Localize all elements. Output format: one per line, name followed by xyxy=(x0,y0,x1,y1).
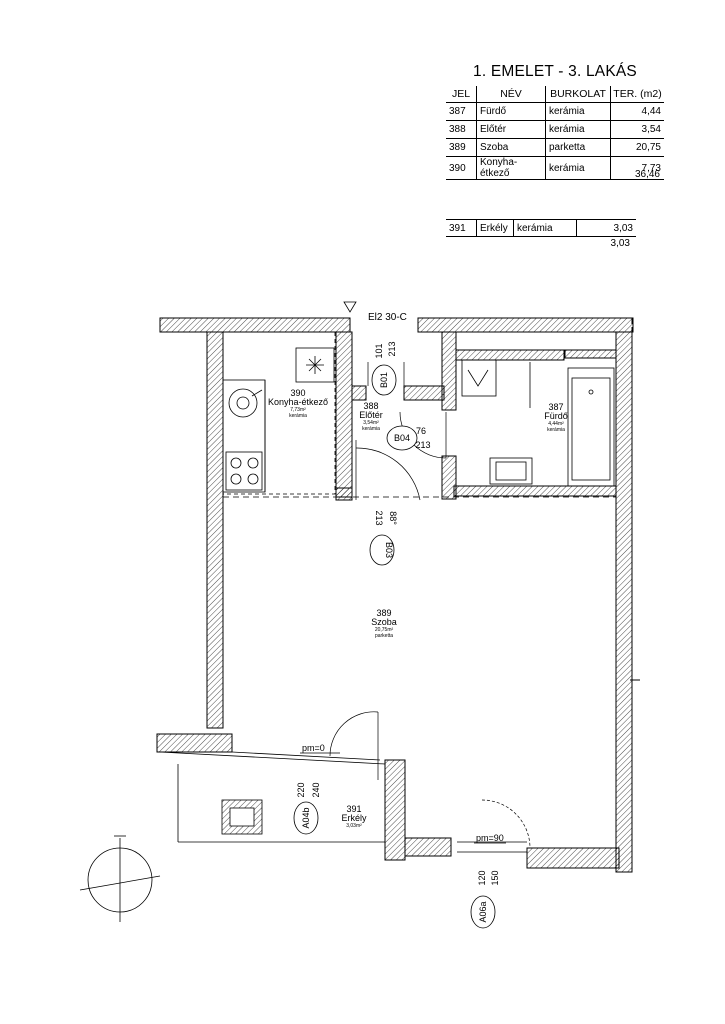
col-burkolat: BURKOLAT xyxy=(545,86,611,103)
cell-nev: Erkély xyxy=(476,219,514,237)
table-header-row: JEL NÉV BURKOLAT TER. (m2) xyxy=(446,86,664,103)
room-label-hall: 388 Előtér 3,54m² kerámia xyxy=(359,401,383,432)
col-ter: TER. (m2) xyxy=(610,86,664,103)
table-row: 388 Előtér kerámia 3,54 xyxy=(446,120,664,139)
cell-jel: 388 xyxy=(446,120,477,139)
svg-text:Fürdő: Fürdő xyxy=(544,411,568,421)
svg-text:A04b: A04b xyxy=(301,807,311,828)
cell-burkolat: kerámia xyxy=(513,219,577,237)
svg-text:A06a: A06a xyxy=(478,901,488,922)
svg-text:4,44m²: 4,44m² xyxy=(548,421,564,427)
svg-text:387: 387 xyxy=(548,402,563,412)
apartment-title: 1. EMELET - 3. LAKÁS xyxy=(473,63,637,80)
cell-ter: 20,75 xyxy=(610,138,664,157)
cell-ter: 3,03 xyxy=(576,219,636,237)
svg-text:3,03m²: 3,03m² xyxy=(346,823,362,829)
svg-text:390: 390 xyxy=(290,388,305,398)
exterior-walls xyxy=(156,317,640,873)
svg-text:213: 213 xyxy=(415,440,430,450)
table-row: 387 Fürdő kerámia 4,44 xyxy=(446,102,664,121)
door-tag-b03: B03 88° 213 xyxy=(369,510,398,566)
table-row: 390 Konyha-étkező kerámia 7,73 xyxy=(446,156,664,180)
cell-nev: Konyha-étkező xyxy=(476,156,546,180)
cell-burkolat: kerámia xyxy=(545,120,611,139)
room-label-bath: 387 Fürdő 4,44m² kerámia xyxy=(544,402,568,433)
balcony-schedule-table: 391 Erkély kerámia 3,03 xyxy=(446,219,636,237)
door-swings xyxy=(329,362,531,853)
door-tag-a06a: A06a 120 150 xyxy=(470,870,500,929)
cell-ter: 3,54 xyxy=(610,120,664,139)
cell-nev: Szoba xyxy=(476,138,546,157)
cell-nev: Előtér xyxy=(476,120,546,139)
section-marker-icon xyxy=(343,301,357,313)
col-nev: NÉV xyxy=(476,86,546,103)
door-tag-a04b: A04b 220 240 xyxy=(293,782,321,835)
svg-text:parketta: parketta xyxy=(375,633,393,639)
svg-text:388: 388 xyxy=(363,401,378,411)
svg-text:7,73m²: 7,73m² xyxy=(290,407,306,413)
cell-burkolat: kerámia xyxy=(545,156,611,180)
cell-jel: 390 xyxy=(446,156,477,180)
door-tag-b04: B04 76 213 xyxy=(386,425,431,451)
svg-text:B01: B01 xyxy=(379,372,389,388)
svg-text:20,75m²: 20,75m² xyxy=(375,627,394,633)
table-row: 391 Erkély kerámia 3,03 xyxy=(446,219,636,237)
svg-text:B04: B04 xyxy=(394,433,410,443)
svg-text:240: 240 xyxy=(311,782,321,797)
level-window: pm=90 xyxy=(476,833,504,843)
area-total: 36,46 xyxy=(634,169,660,180)
cell-nev: Fürdő xyxy=(476,102,546,121)
svg-text:101: 101 xyxy=(374,343,384,358)
kitchen-fixtures xyxy=(222,331,336,495)
svg-text:76: 76 xyxy=(416,426,426,436)
cell-jel: 391 xyxy=(446,219,477,237)
svg-text:3,54m²: 3,54m² xyxy=(363,420,379,426)
room-schedule-table: JEL NÉV BURKOLAT TER. (m2) 387 Fürdő ker… xyxy=(446,86,664,180)
svg-text:220: 220 xyxy=(296,782,306,797)
cell-jel: 389 xyxy=(446,138,477,157)
svg-text:B03: B03 xyxy=(384,542,394,558)
cell-burkolat: parketta xyxy=(545,138,611,157)
room-label-kitchen: 390 Konyha-étkező 7,73m² kerámia xyxy=(268,388,328,419)
svg-text:120: 120 xyxy=(477,870,487,885)
svg-text:kerámia: kerámia xyxy=(547,427,565,433)
room-label-room: 389 Szoba 20,75m² parketta xyxy=(371,608,397,639)
svg-text:Szoba: Szoba xyxy=(371,617,397,627)
cell-burkolat: kerámia xyxy=(545,102,611,121)
north-arrow-icon xyxy=(79,835,161,922)
door-tag-b01: B01 101 213 xyxy=(371,341,397,396)
cell-ter: 7,73 xyxy=(610,156,664,180)
svg-text:389: 389 xyxy=(376,608,391,618)
balcony-outline xyxy=(159,751,386,843)
svg-text:213: 213 xyxy=(374,510,384,525)
level-balcony-door: pm=0 xyxy=(302,743,325,753)
bathroom-fixtures xyxy=(461,359,615,487)
balcony-area-total: 3,03 xyxy=(610,238,630,249)
svg-text:213: 213 xyxy=(387,341,397,356)
stair-code-label: El2 30-C xyxy=(368,312,407,323)
room-label-balcony: 391 Erkély 3,03m² xyxy=(341,804,367,829)
col-jel: JEL xyxy=(446,86,477,103)
cell-ter: 4,44 xyxy=(610,102,664,121)
svg-text:Előtér: Előtér xyxy=(359,410,383,420)
svg-text:88°: 88° xyxy=(388,511,398,525)
svg-text:kerámia: kerámia xyxy=(289,413,307,419)
svg-text:Erkély: Erkély xyxy=(341,813,367,823)
interior-walls xyxy=(223,331,617,501)
cell-jel: 387 xyxy=(446,102,477,121)
svg-text:391: 391 xyxy=(346,804,361,814)
svg-text:150: 150 xyxy=(490,870,500,885)
table-row: 389 Szoba parketta 20,75 xyxy=(446,138,664,157)
svg-text:Konyha-étkező: Konyha-étkező xyxy=(268,397,328,407)
svg-text:kerámia: kerámia xyxy=(362,426,380,432)
